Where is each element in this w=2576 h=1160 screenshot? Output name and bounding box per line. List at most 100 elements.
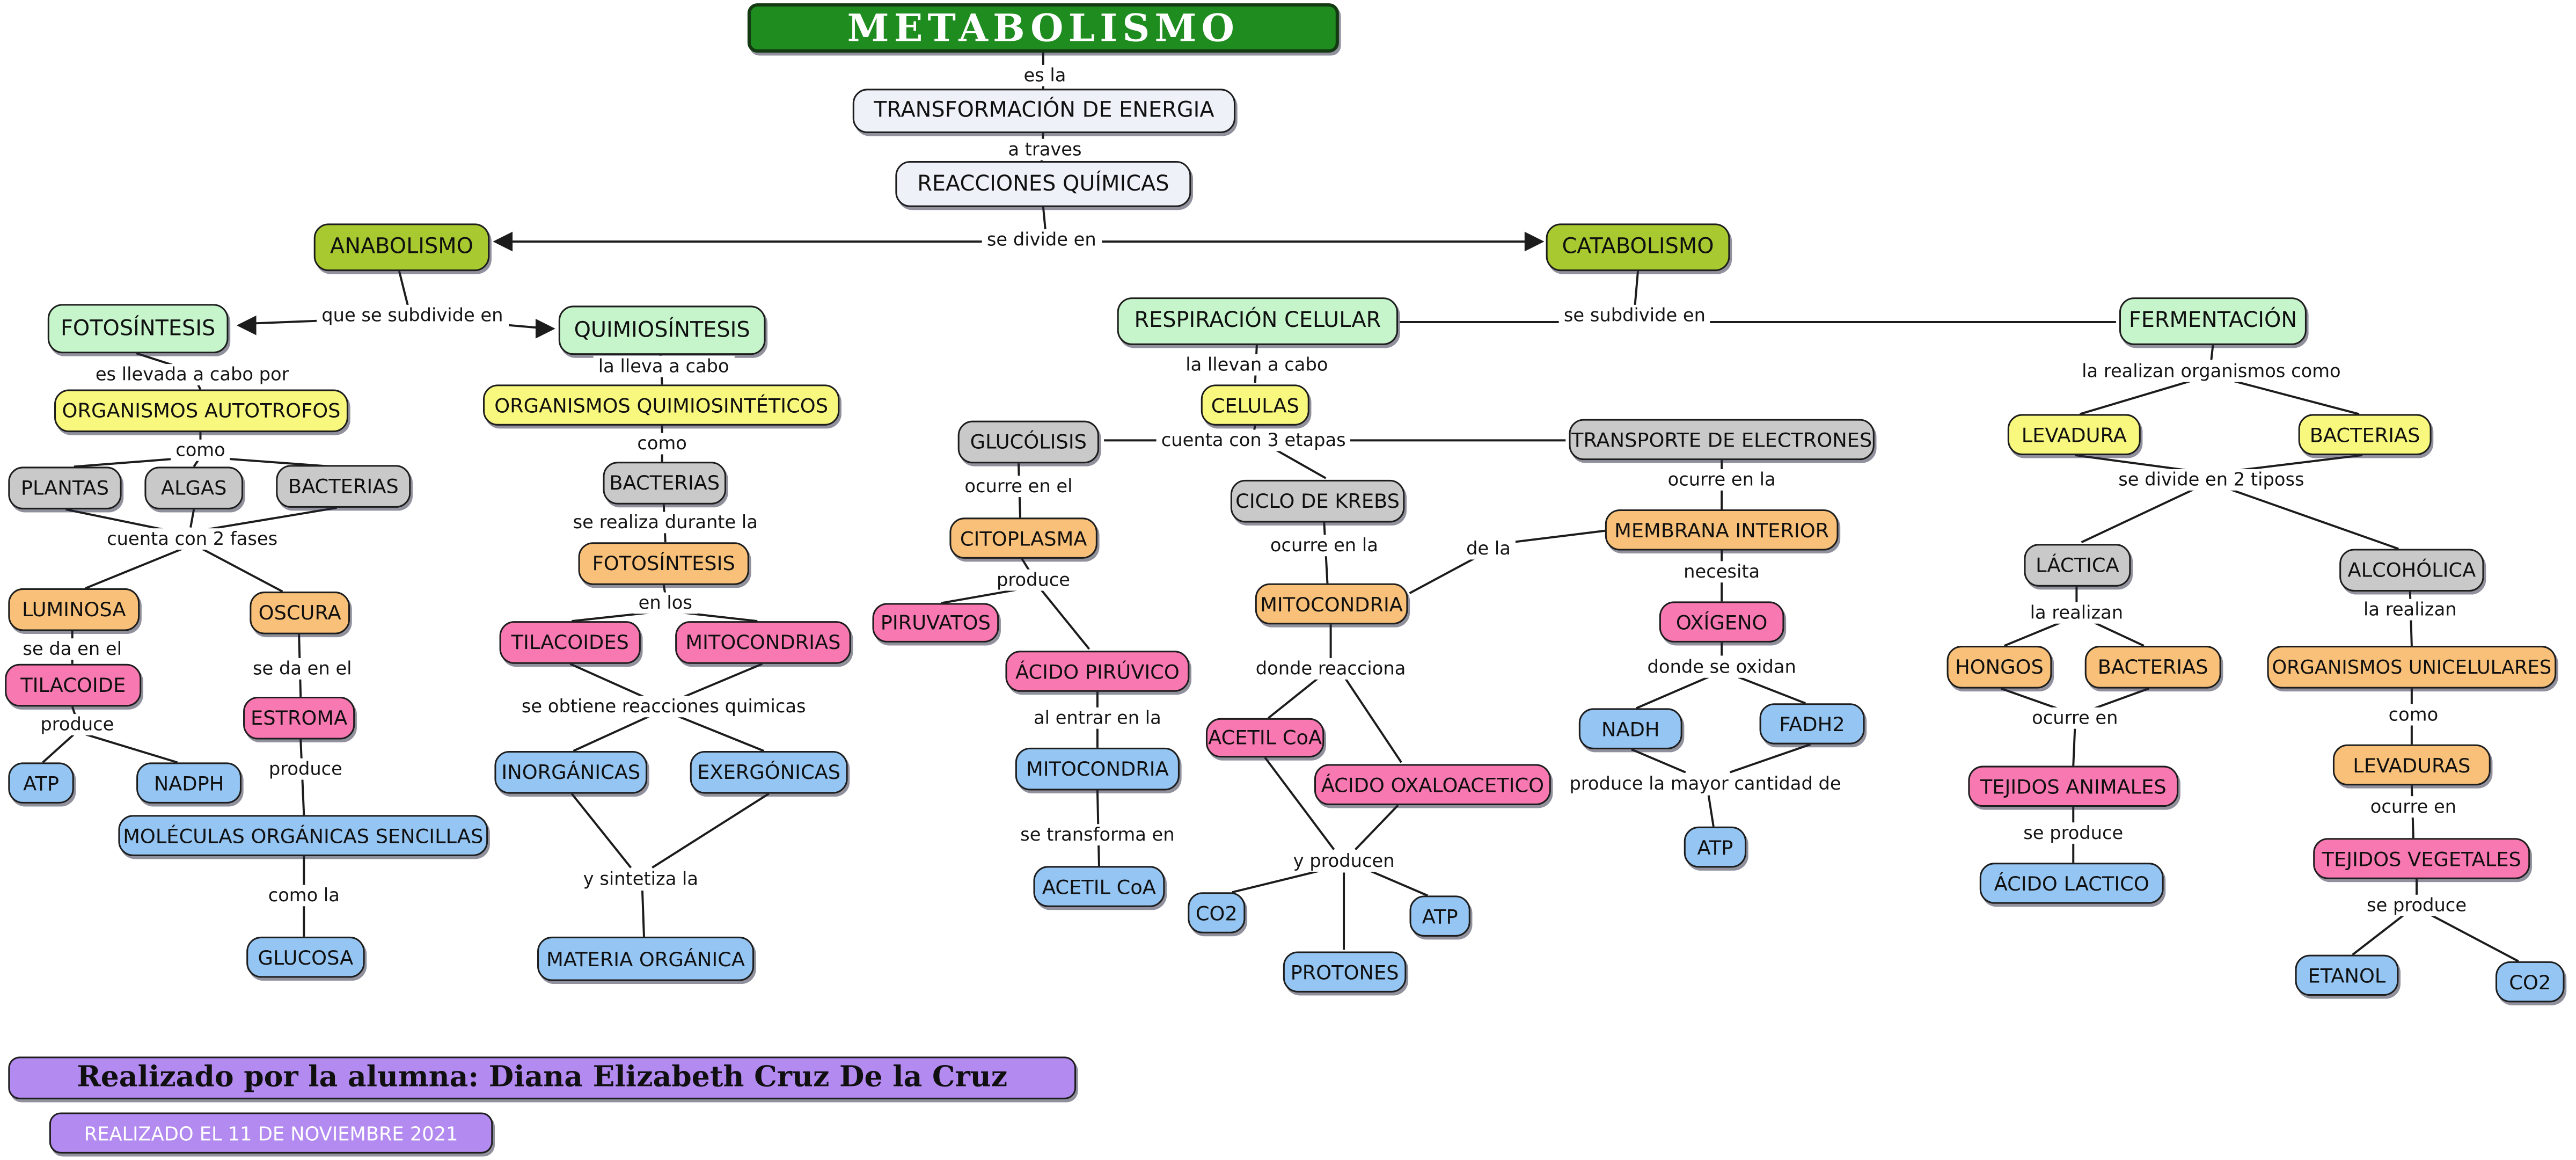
node-bacterias-lactica: BACTERIAS <box>2084 646 2221 689</box>
link-label-la-llevan-a-cabo: la llevan a cabo <box>1181 354 1333 376</box>
node-co2-fermentacion: CO2 <box>2495 961 2565 1003</box>
node-acido-oxaloacetico: ÁCIDO OXALOACETICO <box>1314 764 1551 805</box>
link-label-se-divide-en-2-tiposs: se divide en 2 tiposs <box>2113 469 2309 491</box>
connector-line <box>208 506 337 530</box>
link-label-ocurre-en-alcoholica: ocurre en <box>2365 796 2462 818</box>
connector-line <box>1039 587 1091 650</box>
connector-line <box>678 715 765 752</box>
connector-line <box>1264 757 1335 850</box>
connector-line <box>201 548 283 593</box>
node-materia-organica: MATERIA ORGÁNICA <box>537 936 755 981</box>
node-mitocondrias: MITOCONDRIAS <box>675 621 851 664</box>
node-hongos: HONGOS <box>1946 646 2052 689</box>
node-bacterias-autotrofas: BACTERIAS <box>276 465 411 508</box>
link-label-se-produce-lactica: se produce <box>2018 822 2128 844</box>
arrowhead-icon <box>1524 231 1545 252</box>
node-transformacion-de-energia: TRANSFORMACIÓN DE ENERGIA <box>852 89 1236 133</box>
link-label-donde-reacciona: donde reacciona <box>1250 658 1411 680</box>
connector-line <box>1498 529 1606 545</box>
link-label-se-produce-alcoholica: se produce <box>2361 894 2472 916</box>
node-fotosintesis-proceso: FOTOSÍNTESIS <box>578 542 749 585</box>
connector-line <box>1636 676 1709 710</box>
node-plantas: PLANTAS <box>8 466 122 509</box>
connector-line <box>2094 687 2149 710</box>
node-membrana-interior: MEMBRANA INTERIOR <box>1605 509 1839 551</box>
connector-line <box>573 715 650 752</box>
connector-line <box>1355 804 1399 851</box>
link-label-se-divide-en: se divide en <box>982 229 1101 251</box>
node-tilacoide: TILACOIDE <box>5 663 142 707</box>
node-anabolismo: ANABOLISMO <box>313 223 490 272</box>
node-fotosintesis: FOTOSÍNTESIS <box>47 304 229 354</box>
node-organismos-autotrofos: ORGANISMOS AUTOTROFOS <box>54 389 348 433</box>
node-acetil-coa-glucolisis: ACETIL CoA <box>1033 866 1165 907</box>
link-label-ocurre-en-la-krebs: ocurre en la <box>1265 535 1384 557</box>
link-label-la-realizan-organismos-como: la realizan organismos como <box>2076 360 2346 382</box>
connector-line <box>569 662 648 699</box>
node-oxigeno: OXÍGENO <box>1659 601 1784 643</box>
link-label-se-da-en-el-luminosa: se da en el <box>18 638 127 660</box>
node-mitocondria-krebs: MITOCONDRIA <box>1255 583 1408 625</box>
link-label-como-quimio: como <box>632 433 692 455</box>
node-ciclo-de-krebs: CICLO DE KREBS <box>1230 479 1405 523</box>
node-mitocondria-glucolisis: MITOCONDRIA <box>1015 747 1180 791</box>
connector-line <box>1729 743 1811 774</box>
link-label-a-traves: a traves <box>1003 138 1087 160</box>
connector-line <box>2352 914 2404 956</box>
node-moleculas-organicas-sencillas: MOLÉCULAS ORGÁNICAS SENCILLAS <box>118 815 488 856</box>
node-levaduras: LEVADURAS <box>2332 744 2491 786</box>
link-label-la-realizan-lactica: la realizan <box>2025 602 2128 624</box>
node-piruvatos: PIRUVATOS <box>872 603 999 643</box>
node-atp-transporte: ATP <box>1684 826 1747 868</box>
arrowhead-icon <box>535 318 555 339</box>
node-oscura: OSCURA <box>250 592 350 634</box>
connector-line <box>189 509 195 528</box>
connector-line <box>1268 677 1319 719</box>
connector-line <box>2210 345 2214 360</box>
link-label-como-alcoholica: como <box>2383 704 2443 726</box>
node-tejidos-animales: TEJIDOS ANIMALES <box>1968 765 2179 807</box>
node-tilacoides: TILACOIDES <box>499 621 641 664</box>
connector-line <box>2079 380 2191 415</box>
link-label-como-la: como la <box>263 885 345 907</box>
node-organismos-unicelulares: ORGANISMOS UNICELULARES <box>2267 646 2557 689</box>
connector-line <box>1370 870 1428 897</box>
connector-line <box>80 732 178 764</box>
connector-line <box>42 732 77 763</box>
node-exergonicas: EXERGÓNICAS <box>690 750 848 794</box>
footer-credit: Realizado por la alumna: Diana Elizabeth… <box>8 1056 1077 1099</box>
node-citoplasma: CITOPLASMA <box>949 517 1097 559</box>
node-levadura: LEVADURA <box>2007 414 2141 455</box>
link-label-ocurre-en-lactica: ocurre en <box>2026 707 2123 729</box>
connector-line <box>641 891 645 937</box>
connector-line <box>1707 795 1715 827</box>
node-metabolismo: METABOLISMO <box>747 3 1339 53</box>
node-atp-krebs: ATP <box>1409 895 1470 937</box>
link-label-se-subdivide-en: se subdivide en <box>1558 304 1711 326</box>
link-label-necesita: necesita <box>1678 561 1765 583</box>
node-luminosa: LUMINOSA <box>8 588 140 631</box>
connector-line <box>2431 914 2519 962</box>
connector-line <box>2000 687 2058 710</box>
connector-line <box>2081 488 2194 544</box>
node-tejidos-vegetales: TEJIDOS VEGETALES <box>2313 838 2530 879</box>
node-lactica: LÁCTICA <box>2024 544 2131 587</box>
node-bacterias-quimio: BACTERIAS <box>603 462 727 505</box>
link-label-produce-tilacoide: produce <box>35 714 119 735</box>
link-label-es-la: es la <box>1019 64 1071 86</box>
node-estroma: ESTROMA <box>243 696 355 740</box>
connector-line <box>398 271 411 311</box>
link-label-como-autotrofos: como <box>171 439 230 461</box>
link-label-es-llevada-a-cabo-por: es llevada a cabo por <box>90 364 294 385</box>
connector-line <box>1409 556 1477 594</box>
connector-line <box>1276 449 1327 479</box>
connector-line <box>570 793 632 869</box>
node-catabolismo: CATABOLISMO <box>1546 223 1730 272</box>
connector-line <box>2230 488 2399 550</box>
connector-line <box>2241 454 2363 471</box>
node-organismos-quimiosinteticos: ORGANISMOS QUIMIOSINTÉTICOS <box>482 384 840 426</box>
link-label-y-producen: y producen <box>1288 850 1400 872</box>
node-inorganicas: INORGÁNICAS <box>494 750 648 794</box>
link-label-la-realizan-alcoholica: la realizan <box>2358 599 2462 621</box>
